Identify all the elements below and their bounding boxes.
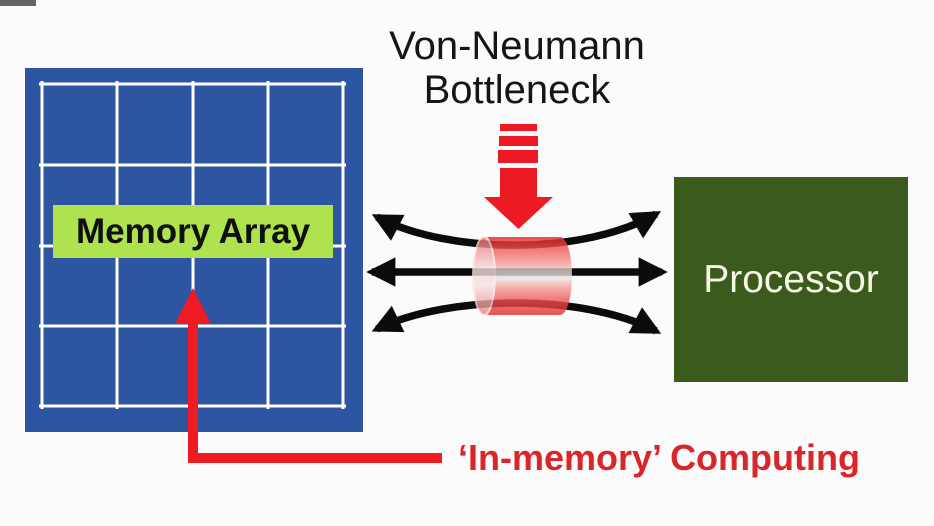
memory-array-label: Memory Array	[75, 211, 311, 251]
processor-label: Processor	[703, 257, 879, 301]
title-line-2: Bottleneck	[423, 68, 611, 112]
in-memory-computing-label: ‘In-memory’ Computing	[458, 437, 861, 478]
diagram-title: Von-Neumann Bottleneck	[317, 24, 717, 112]
title-line-1: Von-Neumann	[389, 24, 645, 68]
bottleneck-down-arrow-icon	[484, 124, 553, 229]
bottleneck-cylinder	[472, 236, 572, 316]
in-memory-pointer-arrow	[175, 288, 442, 463]
memory-array-label-box: Memory Array	[53, 205, 333, 258]
processor-box: Processor	[674, 177, 908, 382]
corner-artifact	[0, 0, 36, 6]
